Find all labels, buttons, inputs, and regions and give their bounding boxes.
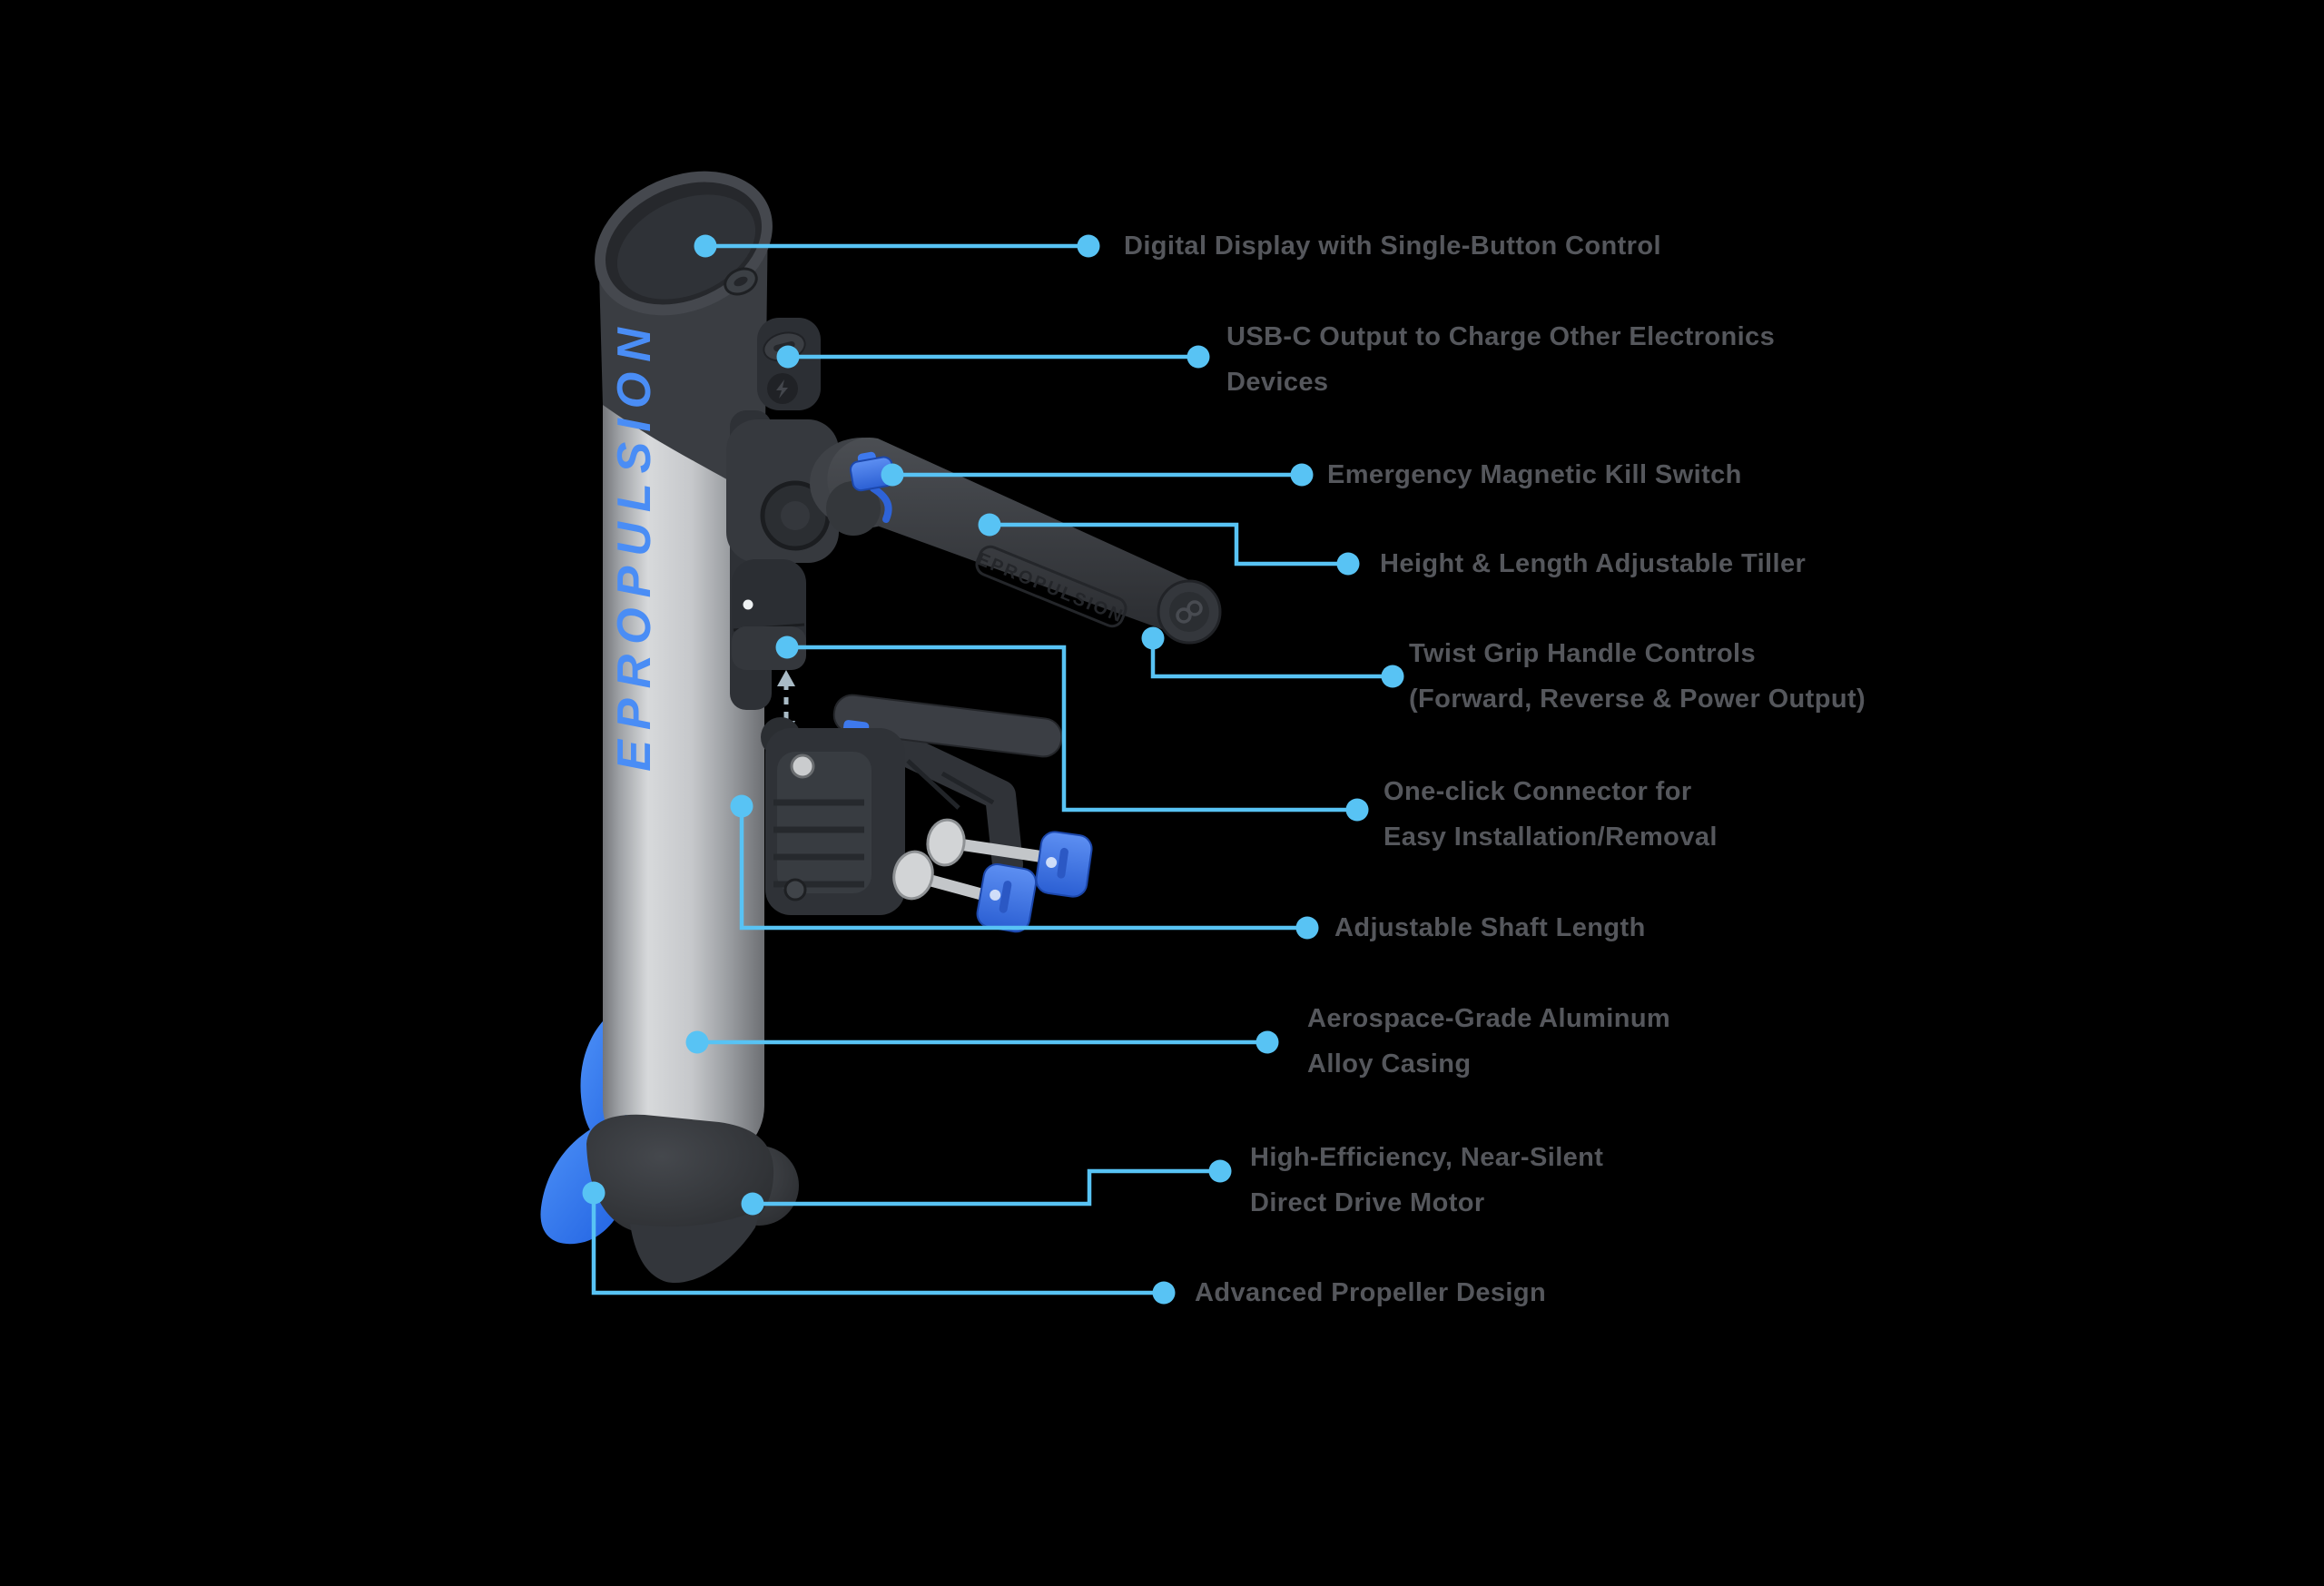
anchor-dot <box>694 234 717 258</box>
label-line: Emergency Magnetic Kill Switch <box>1327 460 1742 489</box>
kill-switch-lanyard <box>870 485 892 523</box>
label-dot <box>1290 463 1314 487</box>
feature-label-usb-c-output: USB-C Output to Charge Other Electronics… <box>1226 314 1775 405</box>
leader-digital-display <box>694 234 1100 258</box>
anchor-dot <box>775 635 799 659</box>
shaft-brand-text: EPROPULSION <box>608 318 661 772</box>
leader-aluminum-casing <box>685 1030 1279 1054</box>
clamp-truss-detail <box>906 759 995 810</box>
label-line: Easy Installation/Removal <box>1384 823 1718 852</box>
label-line: Advanced Propeller Design <box>1195 1278 1547 1307</box>
label-line: Height & Length Adjustable Tiller <box>1380 549 1807 578</box>
pivot-boss-center <box>781 501 810 530</box>
label-dot <box>1381 665 1404 688</box>
label-dot <box>1295 916 1319 940</box>
motor-pod <box>586 1114 774 1235</box>
anchor-dot <box>741 1192 764 1216</box>
label-line: Devices <box>1226 368 1329 397</box>
digital-display-face <box>616 194 756 300</box>
anchor-dot <box>1141 626 1165 650</box>
handle-logo-left <box>1176 607 1192 624</box>
label-dot <box>1208 1159 1232 1183</box>
label-dot <box>1256 1030 1279 1054</box>
label-line: Alloy Casing <box>1307 1049 1472 1079</box>
label-dot <box>1187 345 1210 369</box>
clamp-knob-rear <box>1035 831 1093 898</box>
label-dot <box>1336 552 1360 576</box>
aluminum-shaft <box>603 300 764 1162</box>
leader-one-click-connector <box>775 635 1369 822</box>
label-dot <box>1077 234 1100 258</box>
feature-label-shaft-length: Adjustable Shaft Length <box>1334 905 1646 951</box>
clamp-bolt-bottom <box>783 878 807 901</box>
feature-label-aluminum-casing: Aerospace-Grade Aluminum Alloy Casing <box>1307 996 1670 1087</box>
label-line: Twist Grip Handle Controls <box>1409 639 1757 668</box>
clamp-pad-rear <box>926 818 966 867</box>
label-line: (Forward, Reverse & Power Output) <box>1409 685 1866 714</box>
leader-drive-motor <box>741 1159 1232 1216</box>
lightning-icon <box>776 379 788 399</box>
leader-usb-c <box>776 345 1210 369</box>
label-line: Aerospace-Grade Aluminum <box>1307 1004 1671 1033</box>
leader-kill-switch <box>881 463 1314 487</box>
anchor-dot <box>978 513 1001 537</box>
label-line: Digital Display with Single-Button Contr… <box>1124 231 1661 261</box>
feature-label-propeller: Advanced Propeller Design <box>1195 1270 1546 1315</box>
feature-label-one-click-connector: One-click Connector for Easy Installatio… <box>1384 769 1718 860</box>
tiller-arm <box>827 437 1217 638</box>
tiller-knuckle <box>826 481 881 536</box>
feature-label-adjustable-tiller: Height & Length Adjustable Tiller <box>1380 541 1806 586</box>
handle-logo-right <box>1187 600 1203 616</box>
clamp-bolt-top <box>790 754 815 779</box>
anchor-dot <box>730 794 753 818</box>
clamp-face-plate <box>777 752 872 893</box>
clamp-c-arm <box>885 733 1023 880</box>
anchor-dot <box>582 1181 606 1205</box>
feature-label-digital-display: Digital Display with Single-Button Contr… <box>1124 223 1661 269</box>
feature-label-twist-grip: Twist Grip Handle Controls (Forward, Rev… <box>1409 631 1866 722</box>
leader-propeller <box>582 1181 1176 1305</box>
label-line: High-Efficiency, Near-Silent <box>1250 1143 1604 1172</box>
anchor-dot <box>776 345 800 369</box>
clamp-pad-front <box>892 850 934 901</box>
leader-shaft-length <box>730 794 1319 940</box>
clamp-knob-front <box>976 863 1038 933</box>
leader-tiller <box>978 513 1360 576</box>
feature-label-drive-motor: High-Efficiency, Near-Silent Direct Driv… <box>1250 1135 1603 1226</box>
anchor-dot <box>881 463 904 487</box>
feature-label-kill-switch: Emergency Magnetic Kill Switch <box>1327 452 1742 497</box>
label-dot <box>1345 798 1369 822</box>
label-line: One-click Connector for <box>1384 777 1692 806</box>
label-line: Direct Drive Motor <box>1250 1188 1485 1217</box>
label-line: USB-C Output to Charge Other Electronics <box>1226 322 1776 351</box>
skeg-fin <box>630 1209 761 1284</box>
single-button-slot <box>734 276 748 287</box>
clamp-ribs <box>773 799 864 888</box>
label-dot <box>1152 1281 1176 1305</box>
label-line: Adjustable Shaft Length <box>1334 913 1646 942</box>
status-led <box>743 599 753 610</box>
anchor-dot <box>685 1030 709 1054</box>
leader-twist-grip <box>1141 626 1404 688</box>
